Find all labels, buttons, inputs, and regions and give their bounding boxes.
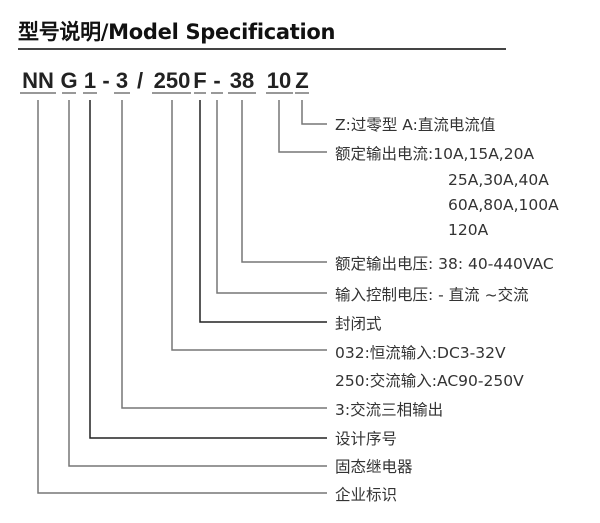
label-solid-state-relay: 固态继电器 <box>335 458 413 476</box>
label-brand: 企业标识 <box>335 486 398 504</box>
code-38: 38 <box>229 68 255 93</box>
label-rated-current-2: 25A,30A,40A <box>448 171 549 189</box>
code-dash-2: - <box>213 68 221 93</box>
code-1: 1 <box>83 68 97 93</box>
label-input-dc: 032:恒流输入:DC3-32V <box>335 344 506 362</box>
code-nn: NN <box>22 68 54 93</box>
label-rated-current-4: 120A <box>448 221 489 239</box>
label-control-voltage: 输入控制电压: - 直流 ~交流 <box>335 286 529 304</box>
code-250: 250 <box>153 68 191 93</box>
title-divider <box>18 48 506 50</box>
label-sealed: 封闭式 <box>335 315 382 333</box>
label-rated-current-3: 60A,80A,100A <box>448 196 559 214</box>
page-title: 型号说明/Model Specification <box>18 20 336 44</box>
label-rated-voltage: 额定输出电压: 38: 40-440VAC <box>335 255 554 273</box>
code-3: 3 <box>115 68 129 93</box>
label-design-number: 设计序号 <box>335 430 398 448</box>
code-10: 10 <box>266 68 292 93</box>
label-zero-cross: Z:过零型 A:直流电流值 <box>335 116 496 134</box>
code-slash: / <box>136 68 144 93</box>
code-dash-1: - <box>102 68 110 93</box>
label-rated-current: 额定输出电流:10A,15A,20A <box>335 145 535 163</box>
label-input-ac: 250:交流输入:AC90-250V <box>335 372 524 390</box>
code-f: F <box>193 68 207 93</box>
label-three-phase: 3:交流三相输出 <box>335 401 444 419</box>
code-g: G <box>60 68 78 93</box>
code-z: Z <box>295 68 309 93</box>
